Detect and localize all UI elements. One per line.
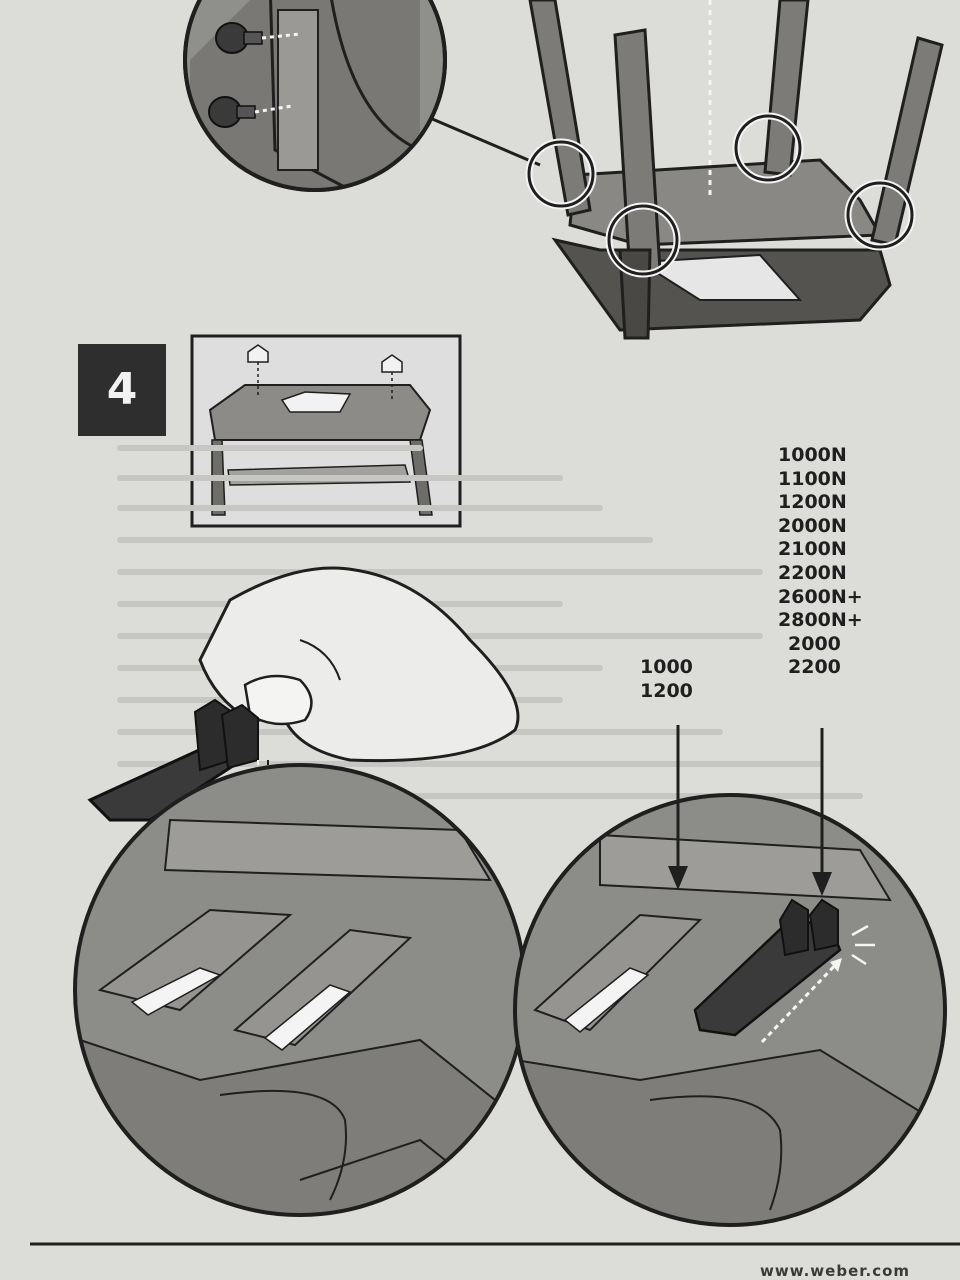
screw-icon <box>215 22 301 54</box>
model-label: 2000 <box>788 632 841 655</box>
model-list-right: 1000N 1100N 1200N 2000N 2100N 2200N 2600… <box>778 444 863 680</box>
zoom-circle-after <box>513 793 947 1227</box>
model-label: 2200N <box>778 561 847 584</box>
model-label: 1000 <box>640 656 693 678</box>
model-label: 1200N <box>778 491 847 514</box>
model-label: 1000N <box>778 444 847 466</box>
model-label: 2000N <box>778 514 847 537</box>
pointer-arrow-right <box>812 728 832 896</box>
hand-holding-clip-illustration <box>87 566 520 1082</box>
installed-clip-icon <box>693 898 842 1037</box>
screw-icon <box>208 96 293 128</box>
model-list-left: 1000 1200 <box>640 656 693 703</box>
step-overview-box <box>190 334 462 528</box>
step-number-badge: 4 <box>78 344 166 436</box>
model-label: 1200 <box>640 679 693 702</box>
zoom-circle-screws <box>183 0 541 192</box>
model-label: 2800N+ <box>778 609 863 632</box>
model-label: 2100N <box>778 538 847 561</box>
footer-url: www.weber.com <box>760 1262 911 1280</box>
model-label: 2200 <box>788 656 841 679</box>
model-label: 1100N <box>778 467 847 490</box>
inverted-cart-illustration <box>525 0 944 340</box>
model-label: 2600N+ <box>778 585 863 608</box>
zoom-circle-before <box>73 763 527 1217</box>
pointer-arrow-left <box>668 725 688 890</box>
